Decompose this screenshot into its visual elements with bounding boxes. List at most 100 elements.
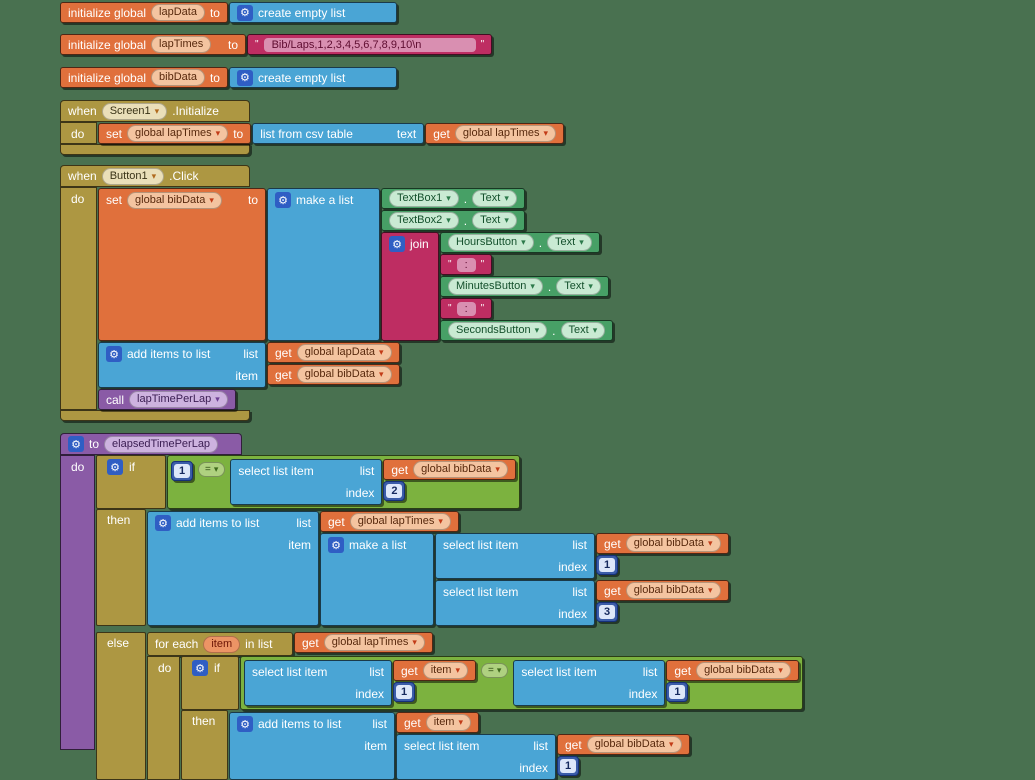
dropdown-arrow-icon[interactable]: ▾	[455, 665, 460, 675]
set-global-bibdata-block[interactable]: set global bibData▾ to	[98, 188, 266, 341]
dropdown-arrow-icon[interactable]: ▾	[412, 637, 417, 647]
dropdown-arrow-icon[interactable]: ▾	[530, 281, 535, 291]
number-block[interactable]: 1	[393, 682, 415, 702]
property-dropdown[interactable]: Text▾	[472, 212, 517, 229]
initialize-global-lapdata-block[interactable]: initialize global lapData to	[60, 2, 228, 23]
dropdown-arrow-icon[interactable]: ▾	[496, 665, 502, 675]
get-global-bibdata-block[interactable]: get global bibData▾	[383, 459, 516, 480]
get-global-bibdata-block[interactable]: get global bibData▾	[557, 734, 690, 755]
set-global-laptimes-block[interactable]: set global lapTimes▾ to	[98, 123, 252, 144]
variable-dropdown[interactable]: global bibData▾	[696, 662, 791, 679]
add-items-to-list-block[interactable]: ⚙ add items to list list item	[147, 511, 319, 626]
dropdown-arrow-icon[interactable]: ▾	[588, 281, 593, 291]
textbox2-text-block[interactable]: TextBox2▾ . Text▾	[381, 210, 525, 231]
procedure-header[interactable]: ⚙ to elapsedTimePerLap	[60, 433, 242, 455]
block-procedure-elapsedtimeperlap[interactable]: ⚙ to elapsedTimePerLap do ⚙ if 1 =▾	[60, 433, 803, 780]
dropdown-arrow-icon[interactable]: ▾	[379, 369, 384, 379]
get-global-lapdata-block[interactable]: get global lapData▾	[267, 342, 400, 363]
procedure-dropdown[interactable]: lapTimePerLap▾	[129, 391, 228, 408]
string-value-field[interactable]: :	[456, 301, 476, 316]
variable-dropdown[interactable]: global bibData▾	[586, 736, 682, 753]
dropdown-arrow-icon[interactable]: ▾	[592, 325, 598, 335]
variable-dropdown[interactable]: global bibData▾	[625, 535, 721, 552]
get-global-bibdata-block[interactable]: get global bibData▾	[596, 580, 729, 601]
initialize-global-bibdata-block[interactable]: initialize global bibData to	[60, 67, 228, 88]
variable-dropdown[interactable]: global bibData▾	[296, 366, 392, 383]
variable-dropdown[interactable]: global bibData▾	[625, 582, 721, 599]
join-block[interactable]: ⚙ join	[381, 232, 439, 341]
make-a-list-block[interactable]: ⚙ make a list	[267, 188, 380, 341]
component-dropdown[interactable]: HoursButton▾	[448, 234, 534, 251]
number-block[interactable]: 1	[171, 461, 193, 481]
dropdown-arrow-icon[interactable]: ▾	[215, 128, 221, 138]
get-global-bibdata-block[interactable]: get global bibData▾	[267, 364, 400, 385]
variable-dropdown[interactable]: global lapTimes▾	[454, 125, 557, 142]
variable-dropdown[interactable]: global lapTimes▾	[323, 634, 425, 651]
dropdown-arrow-icon[interactable]: ▾	[379, 347, 384, 357]
add-items-to-list-block[interactable]: ⚙ add items to list list item	[229, 712, 395, 780]
procedure-name-field[interactable]: elapsedTimePerLap	[104, 435, 219, 453]
block-when-button1-click[interactable]: when Button1▾ .Click do set global bibDa…	[60, 165, 614, 421]
get-global-bibdata-block[interactable]: get global bibData▾	[666, 660, 799, 681]
text-string-block[interactable]: " Bib/Laps,1,2,3,4,5,6,7,8,9,10\n "	[247, 34, 493, 55]
mutator-gear-icon[interactable]: ⚙	[328, 537, 344, 553]
component-dropdown[interactable]: Button1▾	[101, 167, 165, 185]
string-value-field[interactable]: Bib/Laps,1,2,3,4,5,6,7,8,9,10\n	[263, 37, 476, 52]
mutator-gear-icon[interactable]: ⚙	[155, 515, 171, 531]
number-block[interactable]: 2	[383, 481, 406, 501]
mutator-gear-icon[interactable]: ⚙	[237, 716, 253, 732]
number-block[interactable]: 1	[666, 682, 689, 702]
for-each-header[interactable]: for each item in list	[147, 632, 293, 656]
dropdown-arrow-icon[interactable]: ▾	[534, 325, 540, 335]
block-init-bibdata[interactable]: initialize global bibData to ⚙ create em…	[60, 67, 397, 88]
make-a-list-block[interactable]: ⚙ make a list	[320, 533, 434, 626]
dropdown-arrow-icon[interactable]: ▾	[154, 105, 160, 116]
create-empty-list-block[interactable]: ⚙ create empty list	[228, 67, 397, 88]
make-a-list-outer[interactable]: ⚙ make a list TextBox1▾ . Text▾ TextBox2…	[267, 188, 614, 341]
dropdown-arrow-icon[interactable]: ▾	[213, 464, 219, 474]
dropdown-arrow-icon[interactable]: ▾	[438, 516, 443, 526]
minutesbutton-text-block[interactable]: MinutesButton▾ . Text▾	[440, 276, 609, 297]
variable-dropdown[interactable]: global lapTimes▾	[127, 125, 229, 142]
number-block[interactable]: 1	[596, 555, 618, 575]
component-dropdown[interactable]: TextBox1▾	[389, 190, 459, 207]
hoursbutton-text-block[interactable]: HoursButton▾ . Text▾	[440, 232, 600, 253]
variable-name-field[interactable]: lapTimes	[151, 36, 212, 53]
component-dropdown[interactable]: Screen1▾	[101, 102, 168, 120]
if-header[interactable]: ⚙ if	[181, 656, 239, 710]
number-block[interactable]: 3	[596, 602, 618, 622]
variable-name-field[interactable]: bibData	[151, 69, 205, 86]
dropdown-arrow-icon[interactable]: ▾	[495, 464, 500, 474]
dropdown-arrow-icon[interactable]: ▾	[151, 170, 157, 181]
get-global-bibdata-block[interactable]: get global bibData▾	[596, 533, 729, 554]
get-global-laptimes-block[interactable]: get global lapTimes▾	[320, 511, 459, 532]
block-init-lapdata[interactable]: initialize global lapData to ⚙ create em…	[60, 2, 397, 23]
loop-variable-field[interactable]: item	[203, 635, 241, 653]
dropdown-arrow-icon[interactable]: ▾	[504, 215, 509, 225]
dropdown-arrow-icon[interactable]: ▾	[778, 665, 783, 675]
dropdown-arrow-icon[interactable]: ▾	[579, 237, 584, 247]
mutator-gear-icon[interactable]: ⚙	[192, 660, 208, 676]
dropdown-arrow-icon[interactable]: ▾	[543, 128, 549, 138]
get-item-block[interactable]: get item▾	[396, 712, 479, 733]
textbox1-text-block[interactable]: TextBox1▾ . Text▾	[381, 188, 525, 209]
variable-dropdown[interactable]: global bibData▾	[127, 191, 222, 209]
set-bibdata-row[interactable]: set global bibData▾ to ⚙ make a list	[98, 188, 614, 341]
get-global-laptimes-block[interactable]: get global lapTimes▾	[294, 632, 433, 653]
dropdown-arrow-icon[interactable]: ▾	[446, 193, 451, 203]
dropdown-arrow-icon[interactable]: ▾	[458, 717, 463, 727]
property-dropdown[interactable]: Text▾	[556, 278, 601, 295]
dropdown-arrow-icon[interactable]: ▾	[521, 237, 526, 247]
dropdown-arrow-icon[interactable]: ▾	[504, 193, 509, 203]
add-items-to-list-block[interactable]: ⚙ add items to list list item	[98, 342, 266, 388]
